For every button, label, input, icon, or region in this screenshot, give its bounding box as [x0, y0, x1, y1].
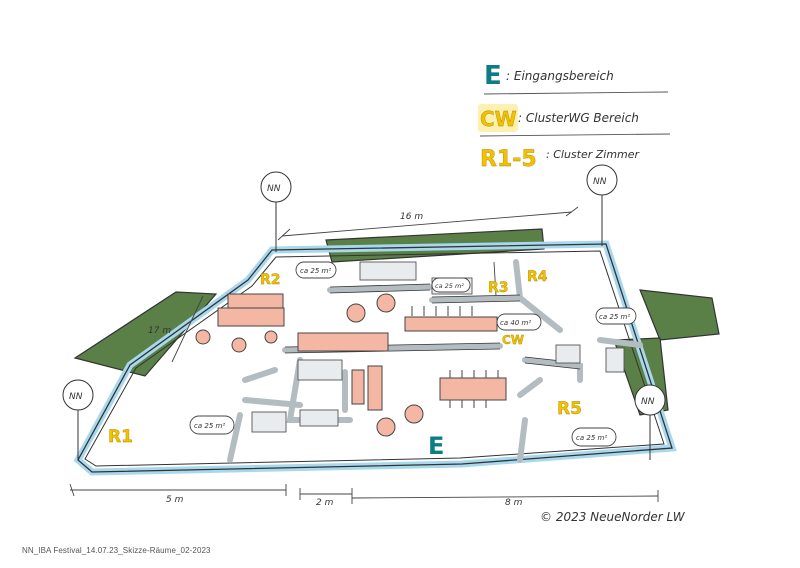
table-round-4: [404, 404, 424, 424]
room-labels: R2 R3 R4 CW R1 R5 E: [108, 269, 582, 460]
interior-walls: [227, 259, 643, 463]
sofa-seat: [217, 307, 285, 327]
area-r4: ca 25 m²: [595, 307, 637, 325]
svg-text:: Eingangsbereich: : Eingangsbereich: [506, 69, 614, 83]
svg-text:ca 25 m²: ca 25 m²: [599, 313, 630, 321]
legend: E : Eingangsbereich CW : ClusterWG Berei…: [478, 61, 671, 172]
shelf: [299, 409, 339, 427]
north-markers: NN NN NN NN: [62, 164, 666, 460]
dining-table: [404, 316, 498, 332]
bath-cw: [297, 359, 343, 381]
armchair-3: [264, 330, 278, 344]
svg-text:ca 25 m²: ca 25 m²: [300, 267, 331, 275]
area-r5: ca 25 m²: [571, 427, 617, 447]
room-label-entrance: E: [428, 432, 444, 460]
table-round-2: [376, 293, 396, 313]
green-terrace-left: [73, 291, 218, 377]
svg-text:ca 25 m²: ca 25 m²: [194, 422, 225, 430]
room-label-r5: R5: [557, 399, 582, 419]
area-bubbles: ca 25 m² ca 25 m² ca 40 m² ca 25 m² ca 2…: [189, 261, 637, 447]
dimension-lines: [69, 206, 659, 504]
file-caption: NN_IBA Festival_14.07.23_Skizze-Räume_02…: [22, 546, 211, 555]
bath-r5: [555, 344, 581, 364]
sofa: [227, 293, 284, 309]
svg-text:NN: NN: [69, 392, 83, 402]
table-round-3: [376, 417, 396, 437]
room-label-r2: R2: [260, 272, 281, 288]
svg-text:: Cluster Zimmer: : Cluster Zimmer: [546, 148, 641, 161]
table-round-1: [346, 303, 366, 323]
room-label-cw: CW: [502, 333, 524, 347]
svg-text:E: E: [484, 61, 502, 91]
bath-r4: [605, 347, 625, 373]
dim-left: 17 m: [148, 326, 171, 336]
north-marker-1: NN: [260, 171, 292, 252]
dim-top: 16 m: [400, 212, 423, 222]
legend-item-e: E : Eingangsbereich: [483, 61, 669, 95]
furniture: [195, 293, 507, 437]
area-r3: ca 25 m²: [431, 277, 471, 293]
svg-text:NN: NN: [593, 177, 607, 187]
dim-bottom-mid: 2 m: [316, 498, 334, 508]
svg-text:: ClusterWG Bereich: : ClusterWG Bereich: [518, 111, 639, 125]
room-label-r4: R4: [527, 269, 548, 285]
area-r2: ca 25 m²: [295, 261, 337, 279]
green-terrace-right-upper: [639, 289, 720, 341]
north-marker-4: NN: [634, 384, 666, 460]
area-r1: ca 25 m²: [189, 415, 235, 435]
svg-text:ca 40 m²: ca 40 m²: [500, 319, 531, 327]
kitchen-counter: [297, 332, 389, 352]
island-left: [351, 369, 365, 405]
legend-item-r15: R1-5 : Cluster Zimmer: [480, 147, 641, 172]
dimension-labels: 16 m 17 m 5 m 2 m 8 m: [148, 212, 523, 508]
chairs: [411, 306, 499, 408]
svg-text:NN: NN: [641, 397, 655, 407]
island-right: [367, 365, 383, 411]
room-label-r3: R3: [488, 280, 509, 296]
legend-item-cw: CW : ClusterWG Bereich: [478, 104, 671, 137]
svg-text:NN: NN: [267, 184, 281, 194]
armchair-2: [231, 337, 247, 353]
north-marker-2: NN: [586, 164, 618, 246]
area-cw: ca 40 m²: [496, 313, 542, 331]
north-marker-3: NN: [62, 379, 94, 460]
armchair-1: [195, 329, 211, 345]
room-label-r1: R1: [108, 427, 133, 447]
svg-text:CW: CW: [480, 107, 517, 131]
svg-text:ca 25 m²: ca 25 m²: [435, 282, 464, 290]
svg-text:R1-5: R1-5: [480, 147, 537, 172]
bath-r2: [359, 261, 417, 281]
bath-r1: [251, 411, 287, 433]
copyright: © 2023 NeueNorder LW: [540, 510, 686, 524]
dim-bottom-right: 8 m: [505, 498, 523, 508]
dim-bottom-left: 5 m: [166, 495, 184, 505]
table-r5: [439, 377, 507, 401]
svg-text:ca 25 m²: ca 25 m²: [576, 434, 607, 442]
